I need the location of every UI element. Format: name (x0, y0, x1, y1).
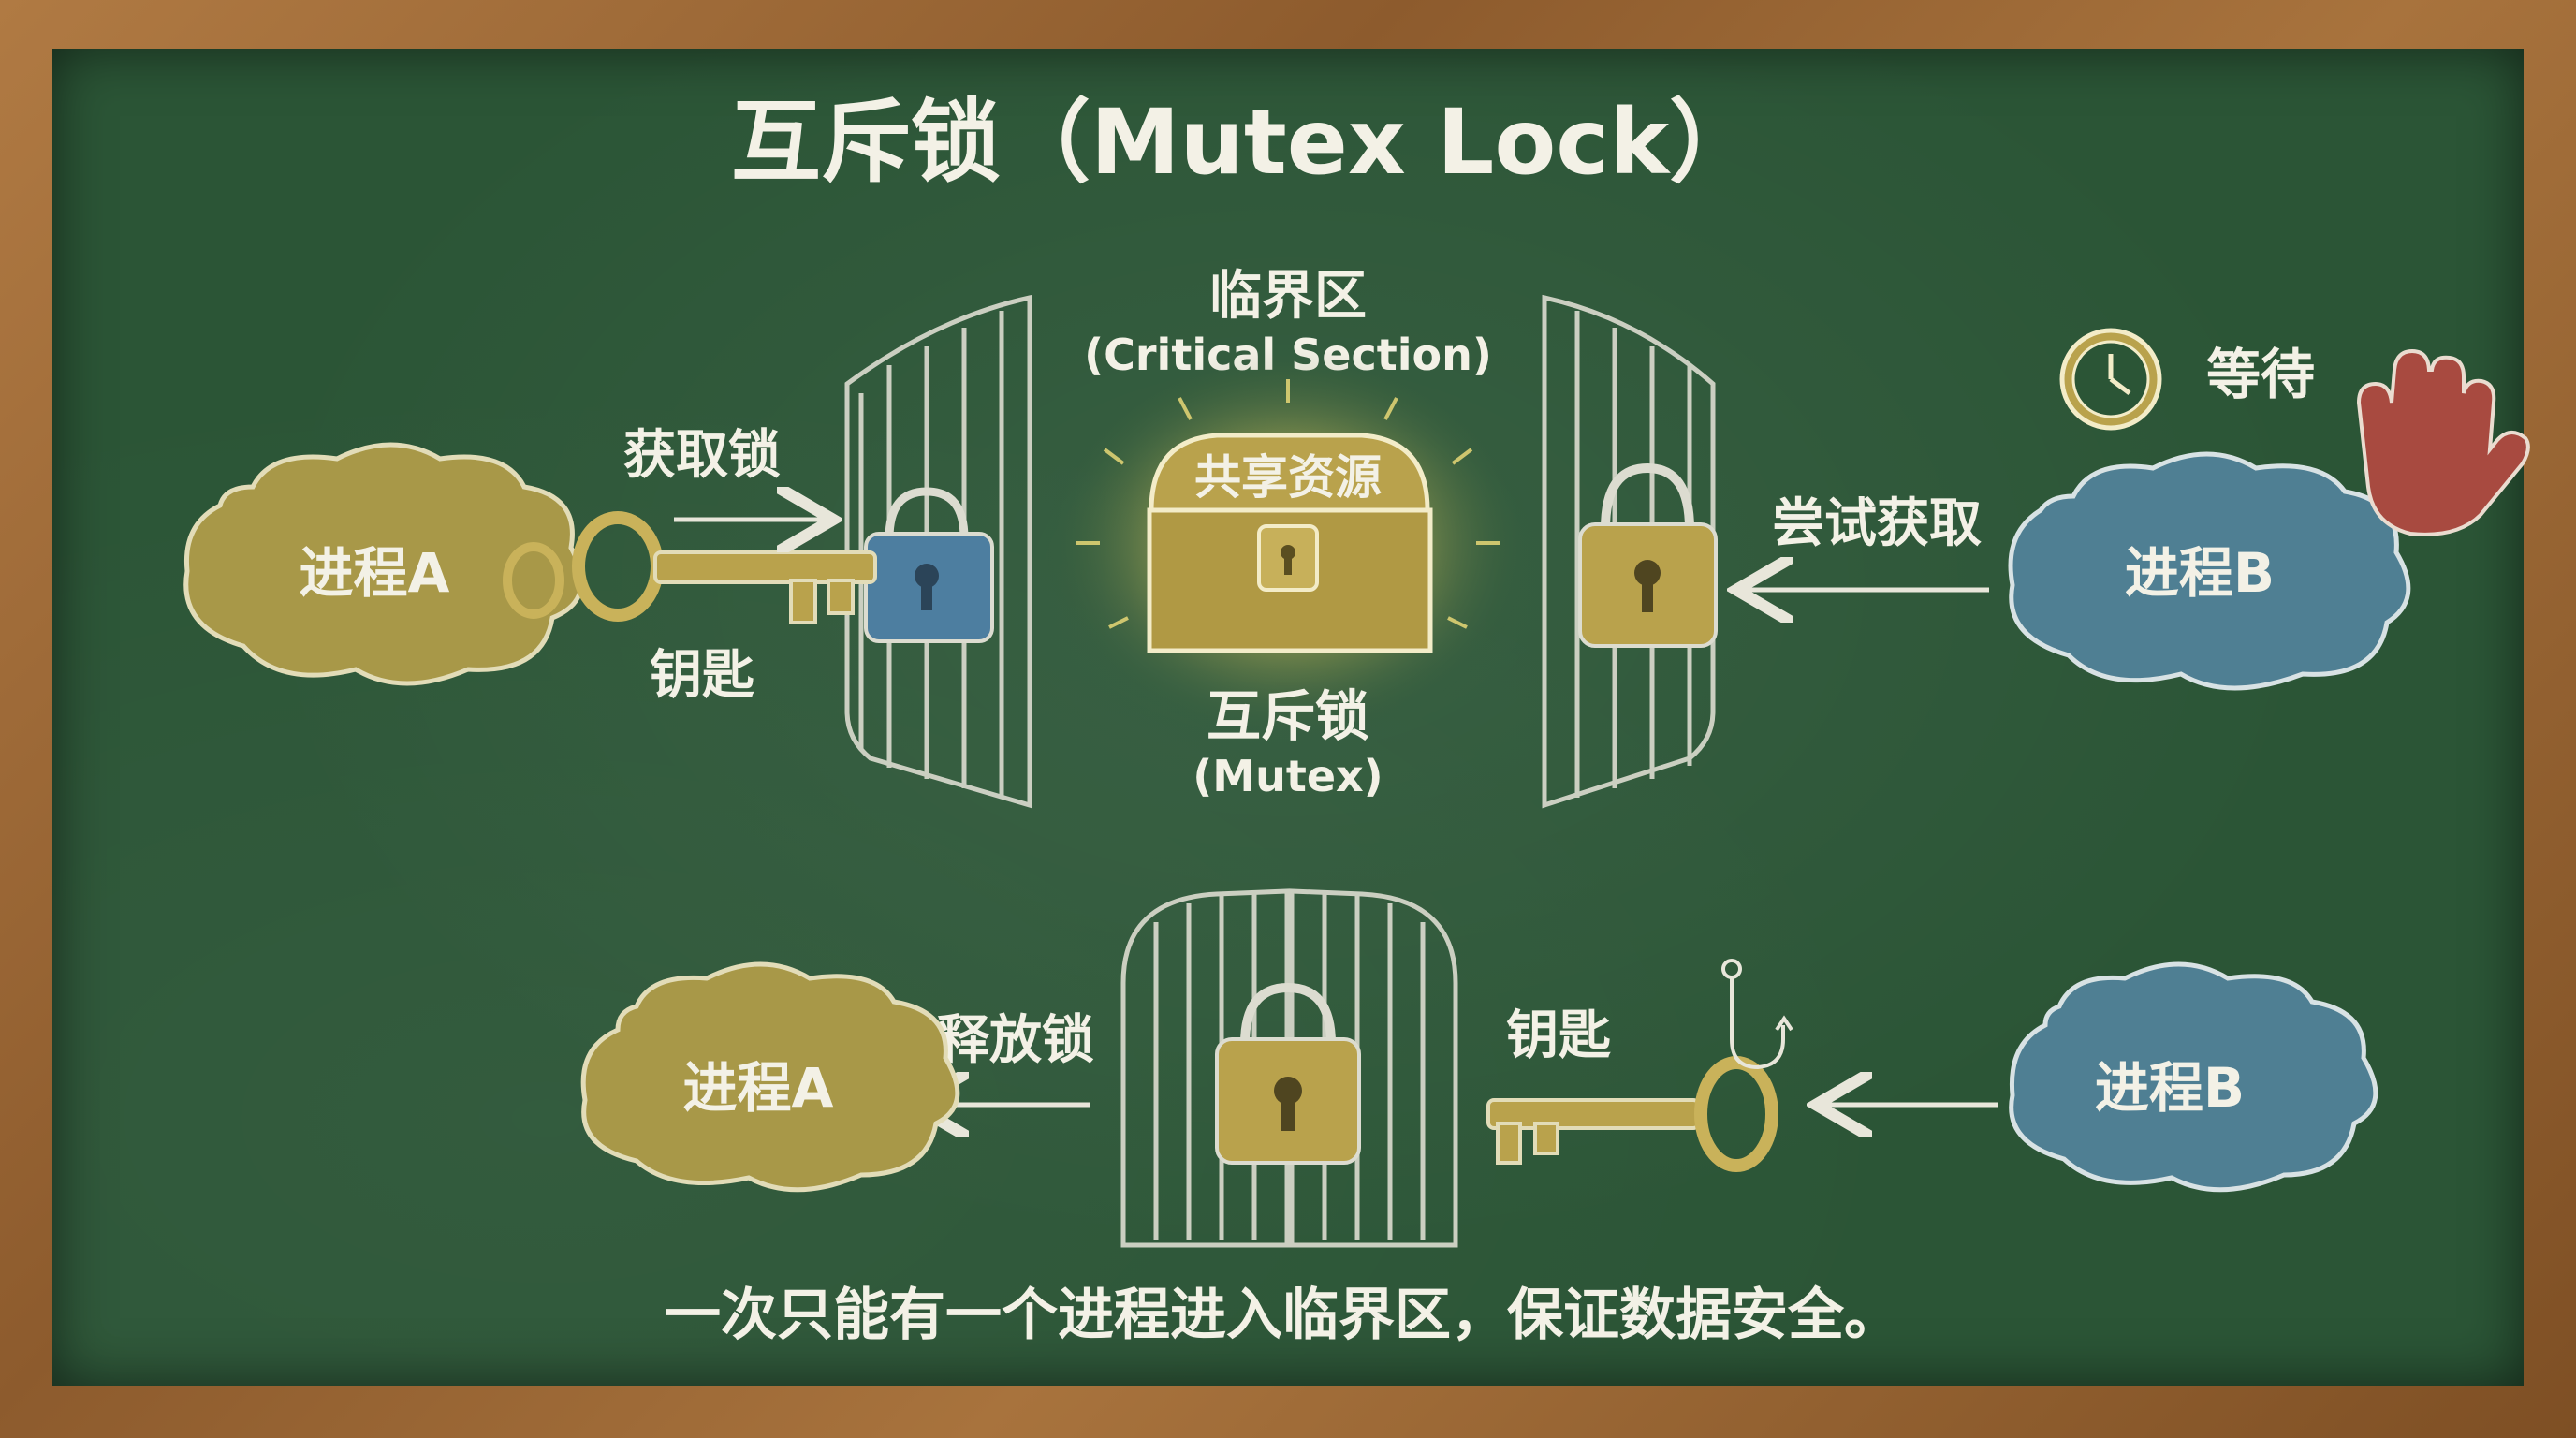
key-icon-bottom (1486, 1056, 1778, 1172)
hook-icon (1721, 959, 1793, 1070)
mutex-sublabel: (Mutex) (1193, 751, 1383, 801)
try-acquire-label: 尝试获取 (1772, 493, 1982, 554)
key-label-top: 钥匙 (650, 645, 754, 706)
treasure-chest-icon (1147, 433, 1433, 653)
clock-icon (2059, 328, 2162, 431)
process-a-cloud-bottom: 进程A (580, 961, 960, 1193)
blue-padlock-icon (864, 487, 994, 643)
release-lock-label: 释放锁 (937, 1010, 1094, 1071)
page-title: 互斥锁（Mutex Lock） (731, 90, 1759, 195)
process-b-cloud-bottom: 进程B (2009, 961, 2378, 1193)
gold-padlock-icon-top (1578, 462, 1718, 648)
critical-section-label: 临界区 (1209, 266, 1367, 327)
process-b-cloud-top: 进程B (2008, 451, 2411, 691)
wait-label: 等待 (2206, 343, 2315, 406)
process-b-label-bottom: 进程B (2095, 1056, 2245, 1120)
shared-resource-label: 共享资源 (1194, 450, 1382, 505)
process-b-label-top: 进程B (2125, 541, 2275, 605)
footer-statement: 一次只能有一个进程进入临界区，保证数据安全。 (665, 1283, 1900, 1348)
glow-rays (1076, 379, 1500, 629)
mutex-label: 互斥锁 (1207, 684, 1369, 748)
process-a-cloud-top: 进程A (183, 442, 584, 686)
key-label-bottom: 钥匙 (1506, 1005, 1611, 1066)
process-a-label-bottom: 进程A (683, 1056, 834, 1120)
key-icon-top (503, 511, 877, 624)
gold-padlock-icon-bottom (1215, 982, 1361, 1165)
process-a-label-top: 进程A (300, 541, 450, 605)
stop-hand-icon (2356, 348, 2530, 536)
acquire-lock-label: 获取锁 (623, 425, 781, 486)
